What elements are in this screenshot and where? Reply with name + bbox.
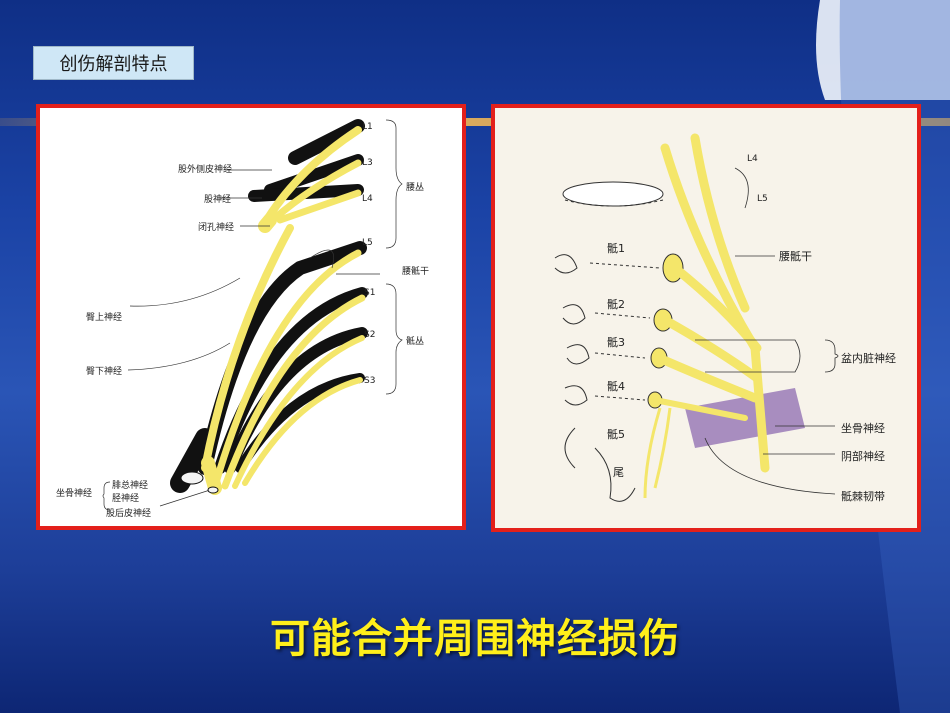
label-pudendal: 阴部神经: [841, 450, 885, 463]
label-common-peroneal: 腓总神经: [112, 481, 149, 491]
label-pelvic-splanchnic: 盆内脏神经: [841, 352, 896, 365]
label-obturator-nerve: 闭孔神经: [198, 223, 235, 233]
label-tibial: 胫神经: [112, 494, 140, 504]
label-inferior-gluteal: 臀下神经: [86, 367, 123, 377]
decorative-stripe: [0, 118, 950, 126]
label-S3: S3: [364, 376, 376, 386]
label-sciatic-nerve: 坐骨神经: [56, 489, 93, 499]
label-lateral-femoral-cutaneous: 股外侧皮神经: [178, 165, 233, 175]
label-L5-right: L5: [757, 194, 768, 204]
label-sciatic-right: 坐骨神经: [841, 422, 885, 435]
label-L4: L4: [362, 194, 373, 204]
label-s2: 骶2: [607, 298, 625, 311]
label-L3: L3: [362, 158, 373, 168]
label-superior-gluteal: 臀上神经: [86, 313, 123, 323]
label-s5: 骶5: [607, 428, 625, 441]
label-posterior-femoral-cutaneous: 股后皮神经: [106, 509, 152, 519]
label-S1: S1: [364, 288, 376, 298]
plexus-illustration: [102, 119, 403, 511]
label-s1: 骶1: [607, 242, 625, 255]
sacral-nerves-figure: L4 L5 腰骶干 骶1 骶2 骶3 骶4 骶5 尾 盆内脏神经 坐骨神经 阴部…: [491, 104, 921, 532]
label-L5: L5: [362, 238, 373, 248]
sacral-illustration: [554, 133, 839, 502]
label-sacral-plexus: 骶丛: [406, 337, 425, 347]
label-L4-right: L4: [747, 154, 758, 164]
label-coccyx: 尾: [613, 466, 624, 479]
label-lumbosacral-trunk: 腰骶干: [402, 267, 430, 277]
lumbosacral-plexus-figure: 股外侧皮神经 股神经 闭孔神经 L1 L3 L4 L5 腰丛 腰骶干 S1 S2…: [36, 104, 466, 530]
label-femoral-nerve: 股神经: [204, 195, 232, 205]
label-sacrospinous-ligament: 骶棘韧带: [841, 490, 885, 503]
label-s4: 骶4: [607, 380, 625, 393]
label-lumbosacral-trunk-right: 腰骶干: [779, 250, 812, 263]
label-S2: S2: [364, 330, 376, 340]
slide-caption: 可能合并周围神经损伤: [270, 616, 680, 662]
label-L1: L1: [362, 122, 373, 132]
label-s3: 骶3: [607, 336, 625, 349]
slide-title: 创伤解剖特点: [33, 46, 194, 80]
label-lumbar-plexus: 腰丛: [406, 183, 425, 193]
